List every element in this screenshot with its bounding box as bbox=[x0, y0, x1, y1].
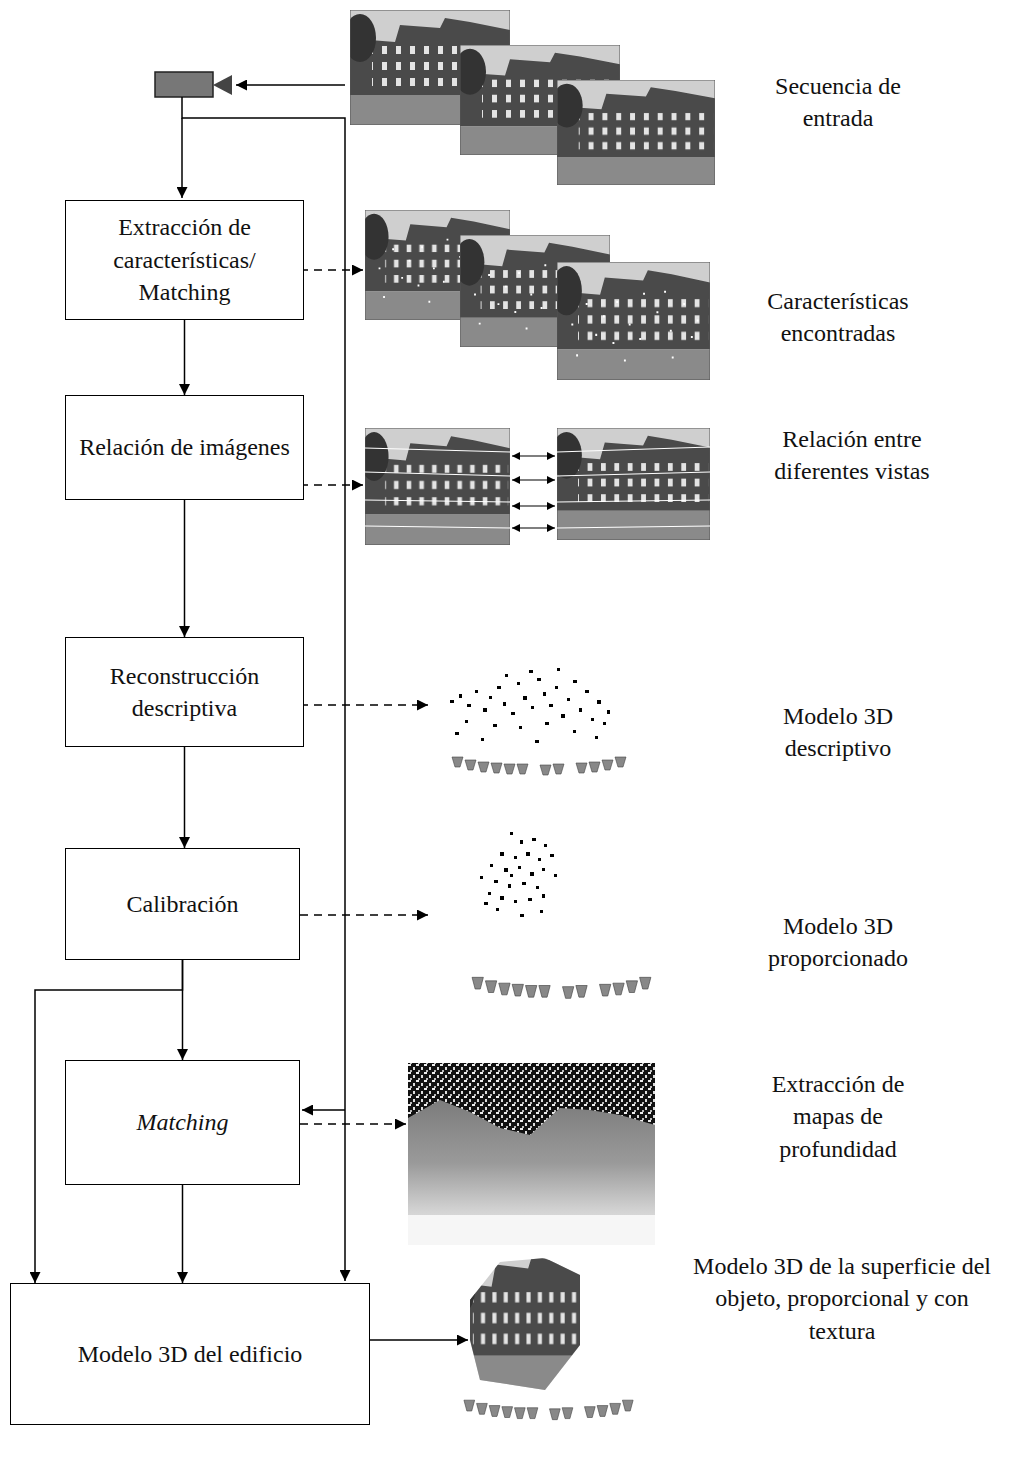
input-sequence-photos bbox=[344, 10, 715, 185]
box-label: Modelo 3D del edificio bbox=[78, 1338, 303, 1370]
flow-arrow bbox=[184, 747, 186, 848]
process-box: Relación de imágenes bbox=[65, 395, 304, 500]
textured-model bbox=[450, 1245, 633, 1420]
flow-arrow bbox=[182, 1185, 184, 1283]
process-box: Modelo 3D del edificio bbox=[10, 1283, 370, 1425]
output-arrow bbox=[370, 1339, 468, 1341]
stage-caption: Modelo 3D descriptivo bbox=[756, 700, 921, 765]
process-box: Reconstrucción descriptiva bbox=[65, 637, 304, 747]
point-cloud bbox=[450, 668, 626, 775]
flow-arrow bbox=[184, 500, 186, 637]
input-arrow bbox=[181, 118, 183, 198]
box-label: Relación de imágenes bbox=[79, 431, 290, 463]
stage-caption: Características encontradas bbox=[738, 285, 938, 350]
stage-caption: Modelo 3D proporcionado bbox=[736, 910, 941, 975]
stage-caption: Secuencia de entrada bbox=[738, 70, 938, 135]
feature-photos bbox=[360, 210, 710, 380]
process-box: Extracción de características/ Matching bbox=[65, 200, 304, 320]
process-box: Calibración bbox=[65, 848, 300, 960]
output-arrows bbox=[300, 270, 428, 1124]
point-cloud bbox=[472, 832, 651, 998]
box-label: Matching bbox=[137, 1106, 229, 1138]
stage-caption: Relación entre diferentes vistas bbox=[745, 423, 960, 488]
box-label: Reconstrucción descriptiva bbox=[78, 660, 291, 725]
input-arrow bbox=[302, 1109, 345, 1111]
view-relation-photos bbox=[360, 428, 710, 545]
process-box: Matching bbox=[65, 1060, 300, 1185]
flow-arrow bbox=[184, 320, 186, 395]
box-label: Calibración bbox=[127, 888, 239, 920]
input-arrow bbox=[236, 84, 345, 86]
depth-map bbox=[408, 1063, 655, 1245]
camera-icon bbox=[155, 72, 232, 97]
stage-caption: Modelo 3D de la superficie del objeto, p… bbox=[692, 1250, 992, 1347]
box-label: Extracción de características/ Matching bbox=[78, 211, 291, 308]
stage-caption: Extracción de mapas de profundidad bbox=[751, 1068, 926, 1165]
